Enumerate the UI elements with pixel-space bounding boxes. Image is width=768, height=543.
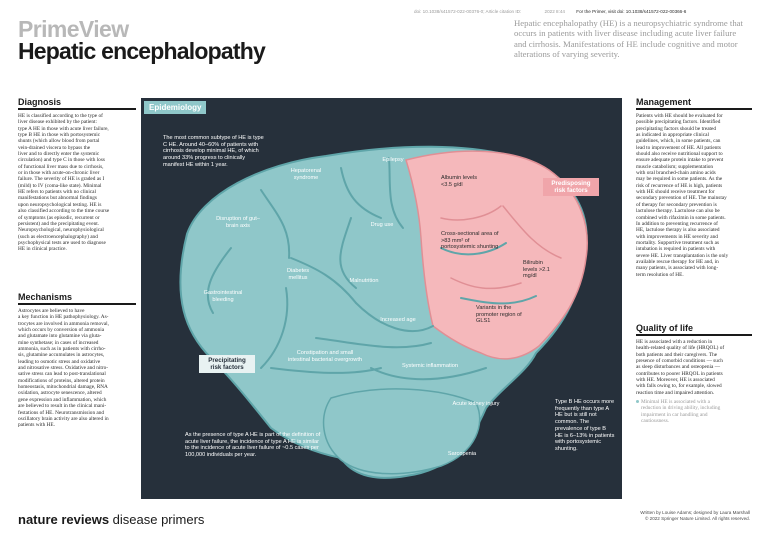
label-epilepsy: Epilepsy bbox=[382, 157, 404, 163]
label-shunting: Cross-sectional area of >83 mm² of porto… bbox=[441, 231, 499, 250]
quality-section: Quality of life HE is associated with a … bbox=[636, 323, 752, 424]
credit-authors: Written by Louise Adams; designed by Lau… bbox=[640, 510, 750, 515]
logo-bold: nature reviews bbox=[18, 512, 110, 527]
diagnosis-heading: Diagnosis bbox=[18, 97, 62, 107]
diagnosis-rule bbox=[18, 108, 136, 110]
label-gi-bleeding: Gastrointestinal bleeding bbox=[203, 290, 243, 303]
label-gls1: Variants in the promoter region of GLS1 bbox=[476, 305, 522, 324]
label-drug-use: Drug use bbox=[370, 222, 394, 228]
label-bilirubin: Bilirubin levels >2.1 mg/dl bbox=[523, 260, 550, 279]
management-heading: Management bbox=[636, 97, 692, 107]
bullet-dot-icon bbox=[636, 400, 639, 404]
label-malnutrition: Malnutrition bbox=[349, 278, 379, 284]
intro-text: Hepatic encephalopathy (HE) is a neurops… bbox=[514, 18, 743, 60]
doi-text: doi: 10.1038/s41572-022-00376-0; Article… bbox=[414, 9, 522, 14]
quality-heading: Quality of life bbox=[636, 323, 694, 333]
label-sarcopenia: Sarcopenia bbox=[447, 451, 477, 457]
credits: Written by Louise Adams; designed by Lau… bbox=[580, 510, 750, 522]
doi-line: doi: 10.1038/s41572-022-00376-0; Article… bbox=[414, 9, 686, 14]
label-albumin: Albumin levels <3.5 g/dl bbox=[441, 175, 478, 188]
management-section: Management Patients with HE should be ev… bbox=[636, 97, 752, 278]
brain-sulci bbox=[206, 157, 537, 381]
predisposing-risk-tag: Predisposing risk factors bbox=[543, 178, 599, 197]
diagnosis-section: Diagnosis HE is classified according to … bbox=[18, 97, 136, 253]
precipitating-risk-tag: Precipitating risk factors bbox=[199, 355, 255, 374]
type-a-note: As the presence of type A HE is part of … bbox=[185, 432, 321, 459]
pink-sulci bbox=[440, 205, 562, 290]
epidemiology-heading: Epidemiology bbox=[144, 101, 207, 114]
label-gut-brain: Disruption of gut–brain axis bbox=[216, 216, 260, 229]
type-b-note: Type B HE occurs more frequently than ty… bbox=[555, 399, 615, 452]
mechanisms-heading: Mechanisms bbox=[18, 292, 73, 302]
page-title: Hepatic encephalopathy bbox=[18, 38, 266, 64]
brain-illustration bbox=[179, 145, 588, 479]
label-increased-age: Increased age bbox=[380, 317, 416, 323]
mechanisms-section: Mechanisms Astrocytes are believed to ha… bbox=[18, 292, 136, 429]
issue-text: 2022 8:44 bbox=[544, 9, 565, 14]
primer-link[interactable]: For the Primer, visit doi: 10.1038/s4157… bbox=[576, 9, 687, 14]
label-hepatorenal: Hepatorenal syndrome bbox=[290, 168, 322, 181]
type-c-note: The most common subtype of HE is type C … bbox=[163, 135, 264, 168]
cerebellum-shape bbox=[322, 388, 481, 475]
journal-logo: nature reviews disease primers bbox=[18, 512, 204, 527]
label-kidney-injury: Acute kidney injury bbox=[452, 401, 500, 407]
diagnosis-text: HE is classified according to the type o… bbox=[18, 113, 110, 253]
predisposing-region bbox=[405, 150, 588, 360]
label-constipation: Constipation and small intestinal bacter… bbox=[288, 350, 362, 363]
credit-copyright: © 2022 Springer Nature Limited. All righ… bbox=[644, 516, 750, 521]
management-rule bbox=[636, 108, 752, 110]
quality-rule bbox=[636, 334, 752, 336]
label-diabetes: Diabetes mellitus bbox=[286, 268, 310, 281]
logo-rest: disease primers bbox=[109, 512, 205, 527]
mechanisms-rule bbox=[18, 303, 136, 305]
brand-primeview: PrimeView bbox=[18, 16, 129, 42]
management-text: Patients with HE should be evaluated for… bbox=[636, 113, 729, 278]
label-systemic-inflammation: Systemic inflammation bbox=[402, 363, 458, 369]
